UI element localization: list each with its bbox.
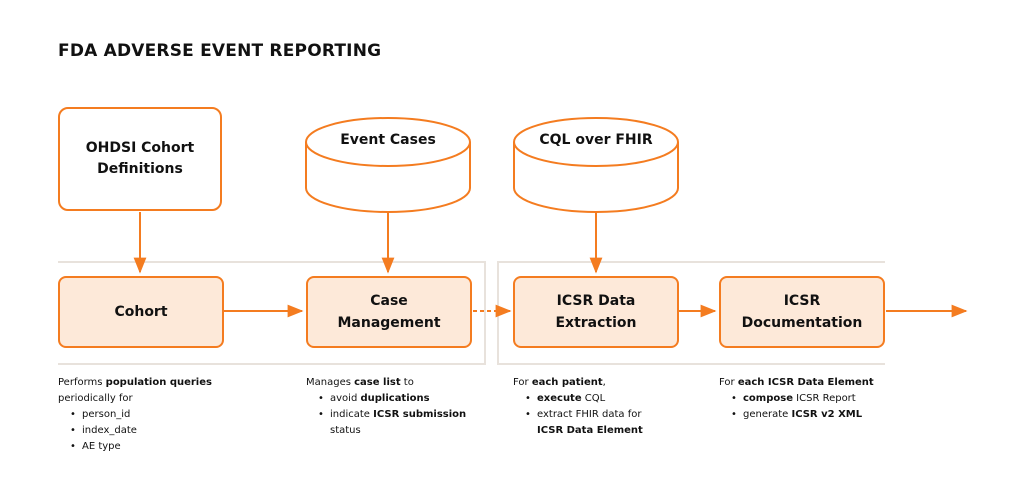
extr-desc-intro: For	[513, 377, 532, 388]
case-mgmt-line1: Case	[370, 293, 408, 309]
cohort-description: Performs population queries periodically…	[58, 375, 258, 455]
cohort-desc-intro-cont: periodically for	[58, 393, 133, 404]
list-item: person_id	[58, 407, 258, 423]
case-mgmt-description: Manages case list to avoid duplications …	[306, 375, 506, 439]
doc-item2-text: generate	[743, 409, 792, 420]
case-desc-intro: Manages	[306, 377, 355, 388]
ohdsi-label-line1: OHDSI Cohort	[85, 140, 195, 156]
page-title: FDA ADVERSE EVENT REPORTING	[58, 41, 382, 61]
ohdsi-label-line2: Definitions	[97, 161, 183, 177]
cohort-desc-bold: population queries	[105, 377, 212, 388]
event-cases-label: Event Cases	[340, 132, 436, 148]
cql-over-fhir-label: CQL over FHIR	[539, 132, 653, 148]
cohort-label: Cohort	[114, 304, 168, 320]
doc-item1-text: ICSR Report	[792, 393, 856, 404]
case-item1-bold: duplications	[360, 393, 430, 404]
event-cases-cylinder	[305, 117, 471, 213]
doc-line2: Documentation	[741, 315, 863, 331]
case-desc-bold: case list	[354, 377, 401, 388]
case-desc-intro-post: to	[400, 377, 414, 388]
list-item: avoid duplications	[306, 391, 506, 407]
case-item2-text: indicate	[330, 409, 374, 420]
documentation-description: For each ICSR Data Element compose ICSR …	[719, 375, 939, 423]
cohort-box: Cohort	[58, 276, 224, 348]
extr-desc-intro-post: ,	[602, 377, 606, 388]
list-item: compose ICSR Report	[719, 391, 939, 407]
extraction-description: For each patient, execute CQL extract FH…	[513, 375, 713, 439]
extr-item1-text: CQL	[581, 393, 606, 404]
case-item2-bold: ICSR submission	[373, 409, 467, 420]
list-item: generate ICSR v2 XML	[719, 407, 939, 423]
list-item: index_date	[58, 423, 258, 439]
doc-desc-intro: For	[719, 377, 738, 388]
extr-item2-text: extract FHIR data for	[537, 409, 642, 420]
extr-item2-bold: ICSR Data Element	[537, 425, 643, 436]
doc-item1-bold: compose	[743, 393, 793, 404]
extr-desc-bold: each patient	[531, 377, 603, 388]
icsr-documentation-box: ICSR Documentation	[719, 276, 885, 348]
doc-line1: ICSR	[783, 293, 821, 309]
cohort-desc-intro: Performs	[58, 377, 106, 388]
extr-item1-bold: execute	[537, 393, 582, 404]
case-mgmt-line2: Management	[337, 315, 441, 331]
doc-item2-bold: ICSR v2 XML	[791, 409, 863, 420]
case-item1-text: avoid	[330, 393, 361, 404]
extraction-line1: ICSR Data	[556, 293, 636, 309]
ohdsi-cohort-definitions-box: OHDSI Cohort Definitions	[58, 107, 222, 211]
case-item2-post: status	[330, 425, 361, 436]
list-item: indicate ICSR submission status	[306, 407, 506, 439]
case-management-box: Case Management	[306, 276, 472, 348]
cql-fhir-cylinder	[513, 117, 679, 213]
list-item: execute CQL	[513, 391, 713, 407]
doc-desc-bold: each ICSR Data Element	[737, 377, 874, 388]
icsr-data-extraction-box: ICSR Data Extraction	[513, 276, 679, 348]
list-item: AE type	[58, 439, 258, 455]
extraction-line2: Extraction	[555, 315, 637, 331]
